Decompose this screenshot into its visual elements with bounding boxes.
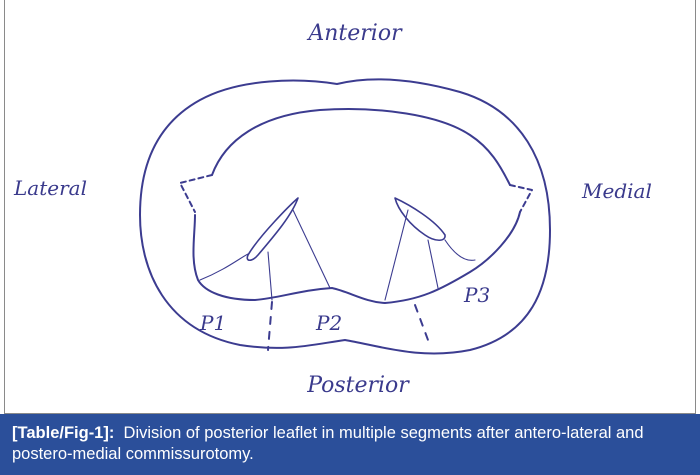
- label-medial: Medial: [581, 179, 652, 203]
- label-p2: P2: [315, 311, 342, 335]
- label-lateral: Lateral: [13, 176, 87, 200]
- figure-caption: [Table/Fig-1]: Division of posterior lea…: [0, 414, 700, 475]
- chordae: [444, 239, 476, 261]
- caption-tag: [Table/Fig-1]:: [12, 424, 115, 442]
- papillary-muscle-medial: [394, 197, 446, 242]
- annulus-outer: [139, 78, 551, 355]
- mitral-valve-diagram: Anterior Posterior Lateral Medial P1 P2 …: [13, 21, 652, 398]
- commissure-medial-dashed: [509, 184, 533, 213]
- label-p1: P1: [199, 311, 226, 335]
- chordae: [267, 251, 273, 301]
- commissure-lateral-dashed: [179, 174, 213, 213]
- label-anterior: Anterior: [306, 21, 403, 46]
- papillary-muscle-lateral: [246, 197, 299, 262]
- chordae: [384, 209, 409, 301]
- segment-divider-p1-p2: [267, 301, 273, 351]
- caption-text: Division of posterior leaflet in multipl…: [12, 424, 644, 463]
- figure-frame: [4, 0, 696, 414]
- annulus-inner: [192, 108, 521, 304]
- label-posterior: Posterior: [306, 373, 410, 398]
- segment-divider-p2-p3: [414, 304, 429, 341]
- label-p3: P3: [463, 283, 490, 307]
- chordae: [292, 209, 331, 289]
- chordae: [427, 239, 439, 289]
- chordae: [199, 253, 249, 281]
